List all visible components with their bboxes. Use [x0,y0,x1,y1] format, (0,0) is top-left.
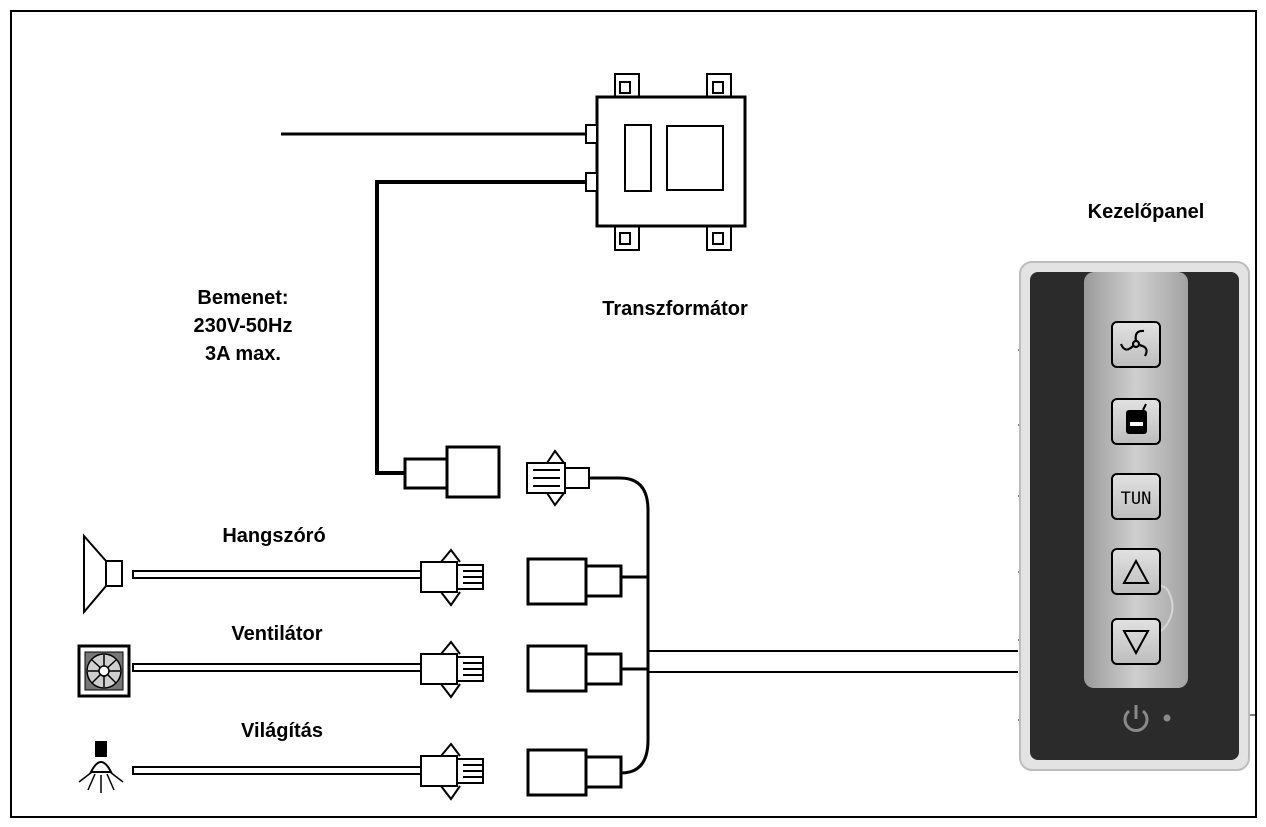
page-border [10,10,1257,818]
radio-icon [1126,403,1147,434]
speaker-cable [132,570,422,579]
power-indicator-led [1163,714,1171,722]
down-button[interactable] [1111,618,1161,665]
light-cable [132,766,422,775]
transformer-mount-tab [706,73,732,99]
fan-button[interactable] [1111,321,1161,368]
input-label-line3: 3A max. [205,343,281,365]
transformer-output-cable [375,180,586,475]
triangle-down-icon [1122,630,1150,656]
transformer-terminal [585,172,598,192]
transformer-label: Transzformátor [602,298,748,320]
input-label-line1: Bemenet: [197,287,288,309]
transformer-mount-tab [706,224,732,251]
input-label-line2: 230V-50Hz [194,315,293,337]
light-bulb-icon [78,741,124,793]
transformer-terminal [585,124,598,144]
light-connector [420,742,484,801]
transformer-plug [403,445,501,499]
up-button[interactable] [1111,548,1161,595]
power-button[interactable] [1123,705,1149,732]
fan-label: Ventilátor [231,623,322,645]
transformer-window-right [666,125,724,191]
speaker-plug [526,557,623,606]
fan-swirl-icon [1119,329,1148,357]
tune-button[interactable]: TUN [1111,473,1161,520]
speaker-label: Hangszóró [222,525,325,547]
power-socket-connector [526,449,590,507]
fan-connector [420,640,484,699]
speaker-connector [420,548,484,607]
fan-plug [526,644,623,693]
transformer [585,73,747,251]
transformer-window-left [624,124,652,192]
transformer-mount-tab [614,73,640,99]
fan-cable [132,663,422,672]
speaker-icon [83,533,123,615]
wire-harness [589,476,650,775]
light-plug [526,748,623,797]
triangle-up-icon [1122,558,1150,584]
transformer-mount-tab [614,224,640,251]
radio-button[interactable] [1111,398,1161,445]
transformer-body [595,95,747,228]
tune-button-label: TUN [1121,489,1152,509]
fan-icon [77,644,131,698]
control-panel: TUN [1018,261,1256,771]
panel-label: Kezelőpanel [1088,201,1205,223]
lighting-label: Világítás [241,720,323,742]
